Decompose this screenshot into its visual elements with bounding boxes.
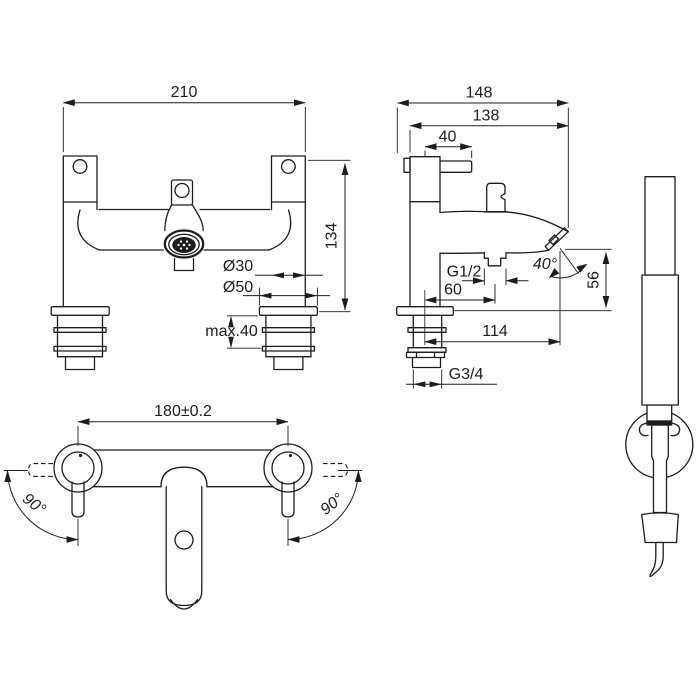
lever-back-tab xyxy=(403,157,411,173)
lever-handle-side xyxy=(439,160,473,173)
diverter-knob-screw xyxy=(174,182,190,199)
hose-cone-nut xyxy=(641,512,679,544)
right-escutcheon xyxy=(263,443,313,493)
side-dimensions: 148 138 40 G1/2 60 114 40° 56 xyxy=(396,85,612,389)
front-dimensions: 210 134 Ø30 Ø50 max.40 xyxy=(62,84,351,349)
side-base xyxy=(396,290,454,369)
diverter-assembly xyxy=(163,179,205,272)
dim-label-spout-angle: 40° xyxy=(533,256,558,273)
side-spout xyxy=(439,182,569,267)
handshower-view xyxy=(625,176,694,578)
spout-plan xyxy=(165,486,203,607)
left-swing-arc xyxy=(4,470,79,543)
left-pillar xyxy=(62,155,98,308)
handshower-inlet-tube xyxy=(651,424,669,514)
aerator-detail xyxy=(548,234,560,246)
right-handle-end-cap xyxy=(280,159,296,174)
shower-hose-end xyxy=(649,541,664,578)
shower-outlet-nipple xyxy=(483,252,507,267)
handshower-spray-head xyxy=(644,176,676,276)
dim-label-spout-reach: 114 xyxy=(482,323,508,340)
plan-body xyxy=(28,443,348,610)
right-lever-plan xyxy=(281,481,295,518)
dim-label-hole-centres: 180±0.2 xyxy=(154,403,212,420)
side-column xyxy=(403,156,473,308)
handshower-neck-band xyxy=(647,420,672,425)
bracket-hook-left xyxy=(638,422,649,437)
hose-coupling-ring xyxy=(163,229,205,259)
plan-dimensions: 180±0.2 90° 90° xyxy=(4,403,362,546)
inlet-tailpiece xyxy=(411,356,442,369)
left-escutcheon xyxy=(53,443,103,493)
body-bar xyxy=(77,208,292,251)
dim-label-inlet-thread: G3/4 xyxy=(449,366,484,383)
front-view: 210 134 Ø30 Ø50 max.40 xyxy=(50,84,351,371)
dim-label-body-diameter: Ø30 xyxy=(223,258,253,275)
dim-label-swing-left: 90° xyxy=(19,490,49,519)
left-flange xyxy=(50,306,110,316)
dim-label-spout-depth: 138 xyxy=(473,108,500,125)
dim-label-flange-diameter: Ø50 xyxy=(223,279,253,296)
left-handle-end-cap xyxy=(72,159,88,174)
right-handle-phantom xyxy=(323,463,348,477)
spout-knob-plan xyxy=(174,530,194,550)
spout-nose-face xyxy=(544,227,569,251)
left-base xyxy=(50,306,110,371)
bracket-hook-right xyxy=(670,422,681,437)
dim-label-height: 134 xyxy=(324,223,341,250)
left-handle-phantom xyxy=(28,463,53,477)
dim-label-overall-depth: 148 xyxy=(466,85,493,102)
handshower-handle xyxy=(641,274,679,406)
diverter-outlet xyxy=(173,257,195,272)
dim-label-swing-right: 90° xyxy=(317,490,347,519)
dim-label-overall-width: 210 xyxy=(171,84,198,101)
dim-label-shower-outlet-thread: G1/2 xyxy=(447,264,482,281)
dim-label-deck-thickness: max.40 xyxy=(205,323,258,340)
diverter-knob-side xyxy=(483,182,508,213)
left-lever-plan xyxy=(71,481,85,518)
plan-view: 180±0.2 90° 90° xyxy=(4,403,362,610)
right-flange xyxy=(258,306,319,316)
side-view: 148 138 40 G1/2 60 114 40° 56 xyxy=(396,85,612,389)
right-swing-arc xyxy=(287,470,362,543)
dim-label-outlet-offset: 60 xyxy=(444,282,462,299)
diverter-knob-front xyxy=(170,179,194,206)
dim-label-outlet-height: 56 xyxy=(586,271,603,289)
right-pillar xyxy=(270,155,306,308)
dim-label-handle-length: 40 xyxy=(439,129,457,146)
coupling-face-dots xyxy=(177,240,191,250)
right-base xyxy=(258,306,319,371)
